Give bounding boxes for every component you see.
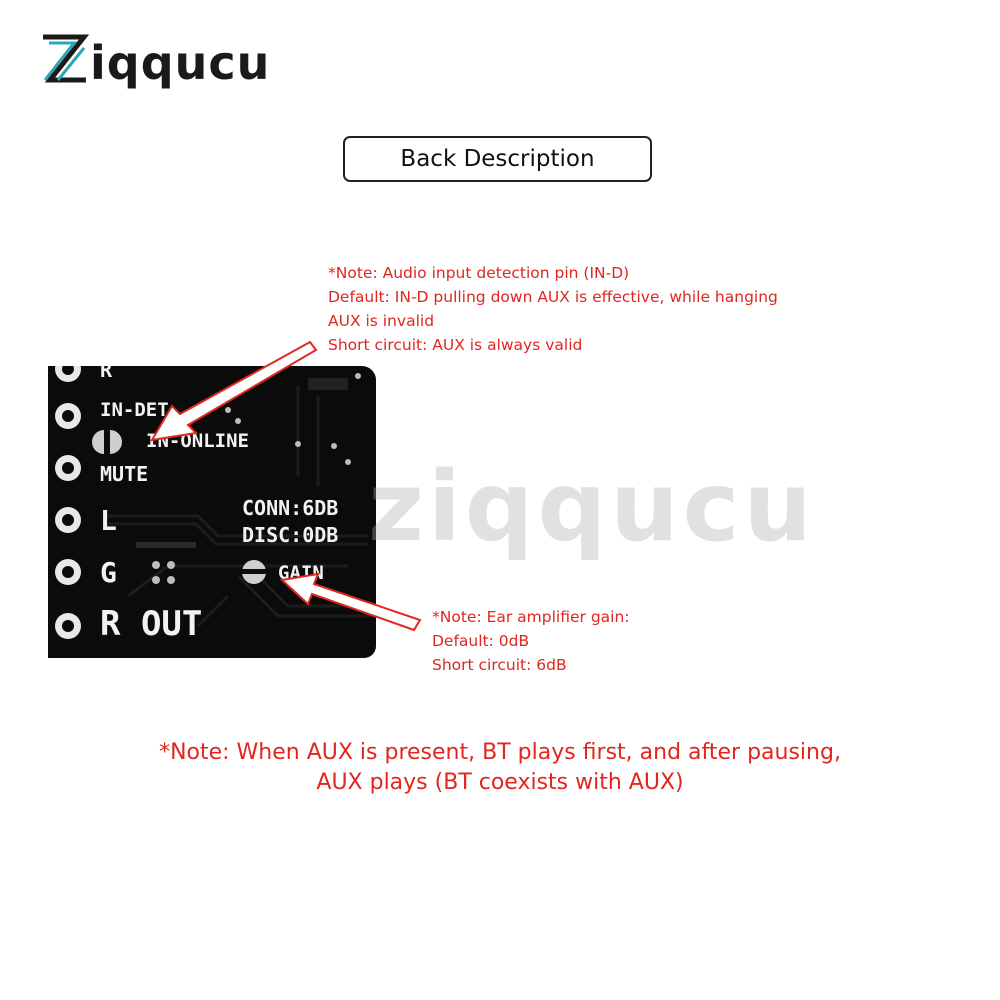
pcb-label-conn: CONN:6DB — [242, 496, 339, 520]
pcb-label-r-out: R OUT — [100, 604, 203, 644]
pcb-label-disc: DISC:0DB — [242, 523, 339, 547]
note-line: *Note: Audio input detection pin (IN-D) — [328, 264, 630, 282]
note-line: *Note: When AUX is present, BT plays fir… — [159, 740, 841, 765]
pcb-label-l: L — [100, 504, 117, 537]
pin-pads — [55, 366, 81, 639]
note-gain: *Note: Ear amplifier gain: Default: 0dB … — [432, 605, 630, 677]
note-line: Short circuit: 6dB — [432, 656, 567, 674]
logo-z-icon — [43, 34, 90, 83]
pcb-photo: R IN-DET IN-ONLINE MUTE L G R OUT CONN:6… — [48, 366, 376, 658]
note-line: *Note: Ear amplifier gain: — [432, 608, 630, 626]
page-title: Back Description — [343, 136, 652, 182]
note-in-detect: *Note: Audio input detection pin (IN-D) … — [328, 261, 778, 357]
note-line: AUX plays (BT coexists with AUX) — [316, 770, 684, 795]
pcb-graphics — [55, 366, 376, 639]
note-line: Default: 0dB — [432, 632, 530, 650]
pcb-label-r-top: R — [100, 366, 113, 382]
note-line: Default: IN-D pulling down AUX is effect… — [328, 288, 778, 306]
arrow-gain-icon — [279, 572, 422, 632]
solder-jumper-gain — [242, 560, 266, 584]
note-line: Short circuit: AUX is always valid — [328, 336, 583, 354]
brand-name: iqqucu — [90, 36, 271, 90]
arrow-in-detect-icon — [150, 340, 318, 442]
note-line: AUX is invalid — [328, 312, 435, 330]
note-aux-bt: *Note: When AUX is present, BT plays fir… — [0, 738, 1000, 798]
pcb-label-g: G — [100, 556, 117, 589]
pcb-label-in-det: IN-DET — [100, 399, 169, 421]
pcb-label-mute: MUTE — [100, 462, 149, 486]
solder-jumper-in-d — [92, 430, 122, 454]
watermark: ziqqucu — [368, 451, 816, 563]
